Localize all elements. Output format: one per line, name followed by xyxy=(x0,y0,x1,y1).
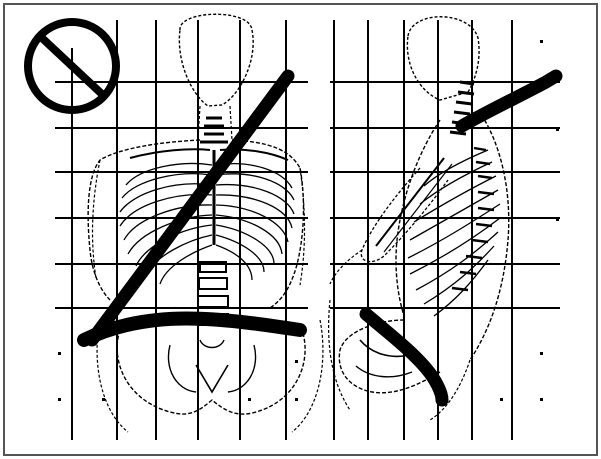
image-border xyxy=(4,4,597,455)
